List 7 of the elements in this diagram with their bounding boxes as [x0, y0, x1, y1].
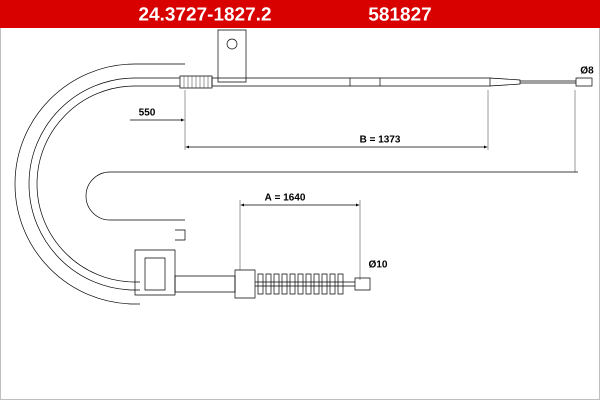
- dimension-label: B = 1373: [360, 135, 400, 143]
- part-number: 581827: [368, 7, 431, 21]
- dimension-label: 550: [138, 108, 155, 116]
- diameter-label: Ø8: [580, 66, 594, 74]
- part-number: 24.3727-1827.2: [139, 7, 271, 21]
- dimension-label: A = 1640: [264, 193, 306, 201]
- diameter-label: Ø10: [368, 260, 388, 268]
